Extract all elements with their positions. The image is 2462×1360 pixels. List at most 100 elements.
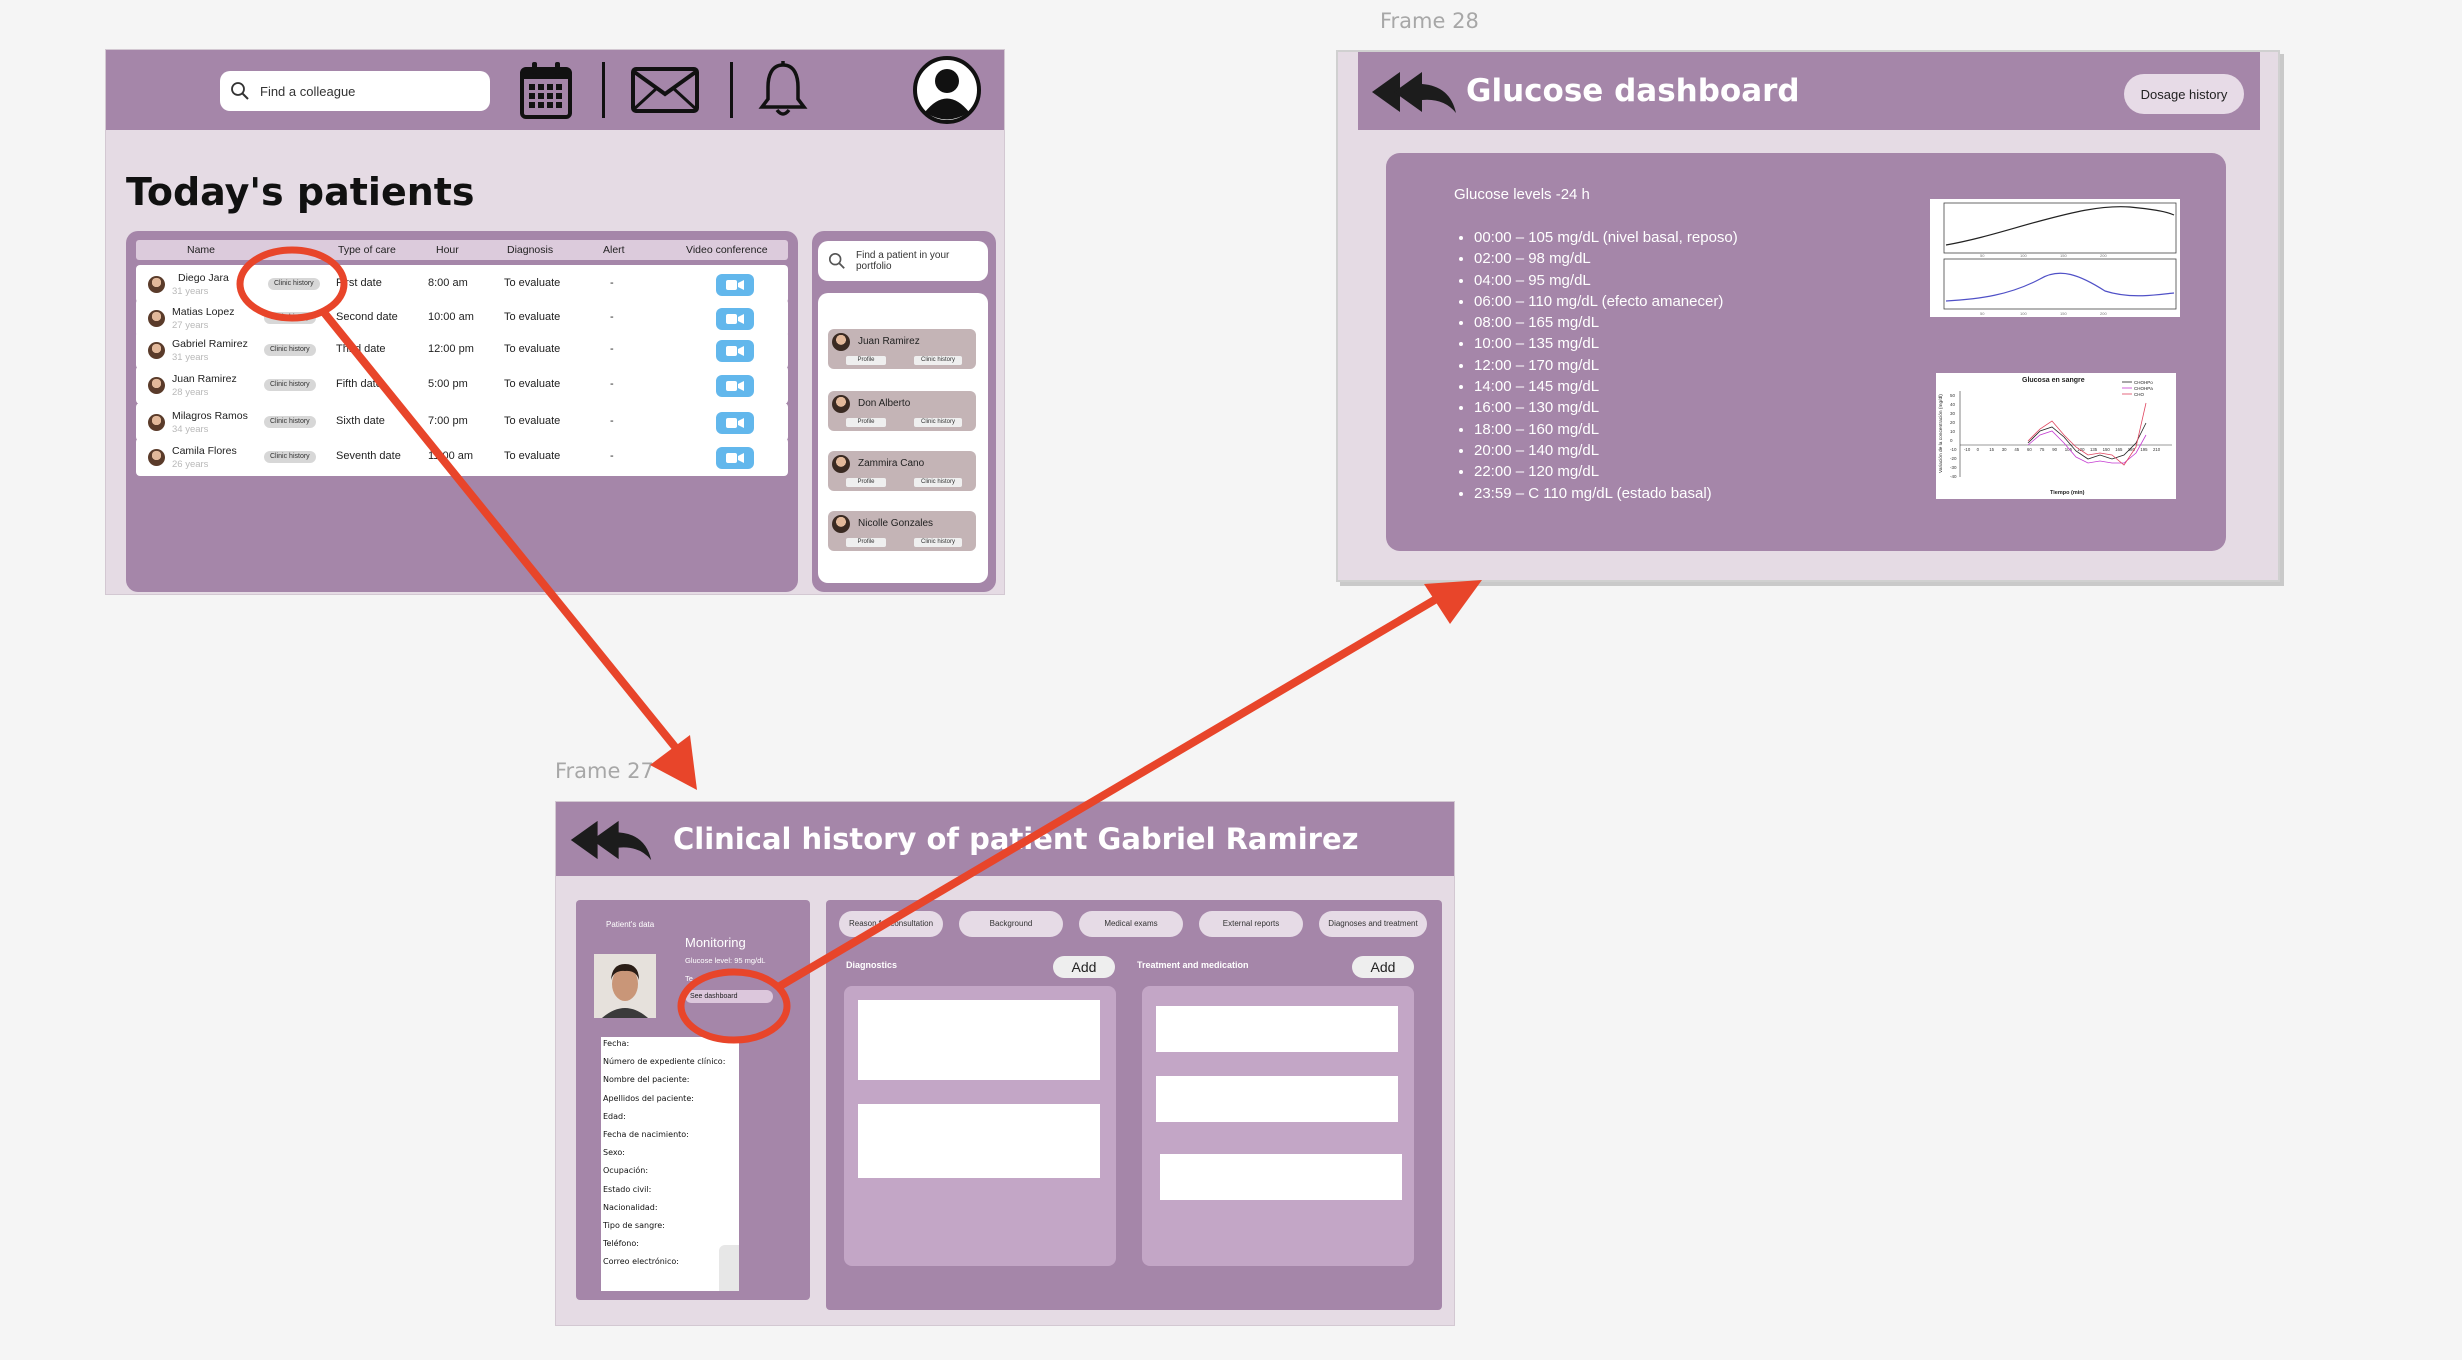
video-camera-icon <box>726 346 744 356</box>
top-bar: Find a colleague <box>106 50 1004 130</box>
alert: - <box>610 415 614 427</box>
video-call-button[interactable] <box>716 447 754 469</box>
tab-diagnoses-and-treatment[interactable]: Diagnoses and treatment <box>1319 911 1427 937</box>
x-tick-label: -10 <box>1964 447 1971 452</box>
back-arrow-icon[interactable] <box>568 818 654 867</box>
table-header: Name Type of care Hour Diagnosis Alert V… <box>136 240 788 260</box>
clinic-history-chip[interactable]: Clinic history <box>268 278 320 290</box>
arrowhead <box>650 735 697 790</box>
clinic-history-chip[interactable]: Clinic history <box>264 416 316 428</box>
dashboard-title: Glucose dashboard <box>1466 73 1800 109</box>
x-tick-label: 60 <box>2027 447 2032 452</box>
form-scrollbar[interactable] <box>719 1245 739 1291</box>
video-call-button[interactable] <box>716 308 754 330</box>
user-avatar-icon[interactable] <box>912 54 982 126</box>
patient-field-label: Correo electrónico: <box>603 1257 679 1267</box>
legend-entry: CHO <box>2134 392 2144 397</box>
patient-age: 27 years <box>172 320 209 331</box>
bell-icon[interactable] <box>756 60 810 120</box>
mail-icon[interactable] <box>630 64 700 116</box>
tab-reason-for-consultation[interactable]: Reason for consultation <box>839 911 943 937</box>
y-tick-label: -20 <box>1950 456 1957 461</box>
profile-button[interactable]: Profile <box>846 538 886 547</box>
patient-field-label: Nacionalidad: <box>603 1202 658 1212</box>
clinic-history-chip[interactable]: Clinic history <box>264 451 316 463</box>
patient-field-label: Número de expediente clínico: <box>603 1057 726 1067</box>
back-arrow-icon[interactable] <box>1370 69 1458 120</box>
patient-avatar <box>832 333 850 351</box>
tab-medical-exams[interactable]: Medical exams <box>1079 911 1183 937</box>
patient-name: Diego Jara <box>178 272 229 284</box>
patient-fields-form: Fecha:Número de expediente clínico:Nombr… <box>601 1037 739 1291</box>
clinic-history-button[interactable]: Clinic history <box>914 478 962 487</box>
patient-photo <box>594 954 656 1018</box>
appointment-hour: 10:00 am <box>428 311 474 323</box>
patient-age: 31 years <box>172 352 209 363</box>
monitoring-partial-text: Te... <box>685 974 700 983</box>
video-camera-icon <box>726 453 744 463</box>
video-call-button[interactable] <box>716 340 754 362</box>
video-call-button[interactable] <box>716 375 754 397</box>
svg-text:150: 150 <box>2060 311 2067 316</box>
profile-button[interactable]: Profile <box>846 418 886 427</box>
clinic-history-button[interactable]: Clinic history <box>914 356 962 365</box>
clinic-history-chip[interactable]: Clinic history <box>264 344 316 356</box>
colleague-search-input[interactable]: Find a colleague <box>220 71 490 111</box>
video-call-button[interactable] <box>716 412 754 434</box>
profile-button[interactable]: Profile <box>846 356 886 365</box>
patient-field-label: Apellidos del paciente: <box>603 1093 694 1103</box>
blood-glucose-chart-thumbnail: Glucosa en sangre Tiempo (min) Variación… <box>1936 373 2176 499</box>
col-diagnosis: Diagnosis <box>507 244 554 256</box>
diagnosis: To evaluate <box>504 343 561 355</box>
patient-field-label: Teléfono: <box>603 1239 639 1249</box>
y-tick-label: -30 <box>1950 465 1957 470</box>
clinic-history-chip[interactable]: Clinic history <box>264 379 316 391</box>
glucose-reading: 02:00 – 98 mg/dL <box>1474 248 1738 269</box>
treatment-entry[interactable] <box>1160 1154 1402 1200</box>
col-type-of-care: Type of care <box>338 244 396 256</box>
x-tick-label: 210 <box>2153 447 2161 452</box>
dosage-history-button[interactable]: Dosage history <box>2124 74 2244 114</box>
add-treatment-button[interactable]: Add <box>1352 956 1414 978</box>
clinic-history-button[interactable]: Clinic history <box>914 538 962 547</box>
treatment-entry[interactable] <box>1156 1076 1398 1122</box>
search-icon <box>828 252 845 269</box>
patient-avatar <box>148 414 165 431</box>
patient-field-label: Sexo: <box>603 1148 625 1158</box>
diagnostic-entry[interactable] <box>858 1000 1100 1080</box>
calendar-icon[interactable] <box>518 58 574 122</box>
treatment-entry[interactable] <box>1156 1006 1398 1052</box>
x-tick-label: 150 <box>2103 447 2111 452</box>
dashboard-header: Glucose dashboard Dosage history <box>1358 52 2260 130</box>
patient-name: Matias Lopez <box>172 306 235 318</box>
patient-avatar <box>148 449 165 466</box>
header-divider <box>602 62 605 118</box>
profile-button[interactable]: Profile <box>846 478 886 487</box>
tab-external-reports[interactable]: External reports <box>1199 911 1303 937</box>
patient-age: 34 years <box>172 424 209 435</box>
diagnosis: To evaluate <box>504 277 561 289</box>
clinic-history-chip[interactable]: Clinic history <box>264 312 316 324</box>
video-call-button[interactable] <box>716 274 754 296</box>
glucose-reading: 18:00 – 160 mg/dL <box>1474 419 1738 440</box>
see-dashboard-button[interactable]: See dashboard <box>685 990 773 1003</box>
portfolio-search-input[interactable]: Find a patient in your portfolio <box>818 241 988 281</box>
glucose-reading: 04:00 – 95 mg/dL <box>1474 270 1738 291</box>
add-diagnostic-button[interactable]: Add <box>1053 956 1115 978</box>
clinic-history-button[interactable]: Clinic history <box>914 418 962 427</box>
alert: - <box>610 311 614 323</box>
diagnostic-entry[interactable] <box>858 1104 1100 1178</box>
header-divider <box>730 62 733 118</box>
x-tick-label: 30 <box>2002 447 2007 452</box>
tab-background[interactable]: Background <box>959 911 1063 937</box>
